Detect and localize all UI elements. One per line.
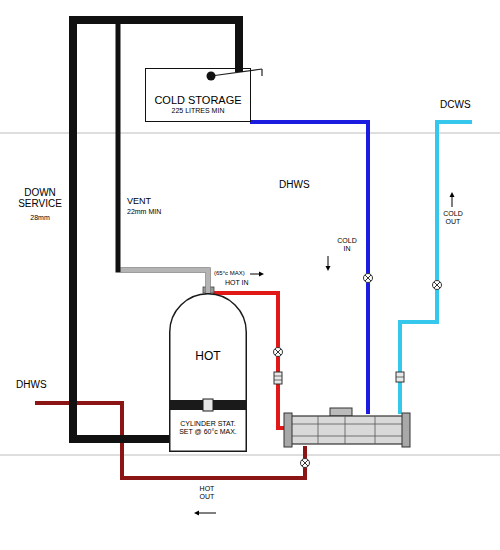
pipe-label: DCWS (440, 99, 471, 110)
pipe-label: VENT (127, 196, 151, 206)
isolating-valve (364, 274, 373, 283)
tank-capacity: 225 LITRES MIN (172, 107, 225, 115)
pipe-label: DHWS (16, 379, 47, 390)
flow-label: COLD IN (333, 237, 361, 253)
pipe-size: 22mm MIN (127, 208, 161, 216)
tank-name: COLD STORAGE (154, 94, 241, 107)
cylinder-label: HOT (173, 350, 243, 364)
pipe-label: DOWN SERVICE (13, 187, 67, 209)
pipe-size: 28mm (13, 214, 67, 222)
isolating-valve (301, 459, 310, 468)
temperature-note: (65°c MAX) (214, 270, 245, 277)
flow-label: COLD OUT (441, 210, 465, 226)
pipe-label: DHWS (279, 179, 310, 190)
floor-line (0, 454, 500, 455)
flow-arrow (194, 511, 216, 516)
flow-arrow (250, 272, 264, 277)
vent-pipe (118, 20, 239, 293)
cold-feed-pipe (250, 122, 368, 414)
flow-arrow (326, 256, 331, 271)
flow-label: HOT OUT (194, 485, 220, 501)
flow-label: HOT IN (225, 279, 249, 287)
vent-pipe-lower (121, 270, 209, 293)
isolating-valve (433, 281, 442, 290)
hot-cylinder: HOT CYLINDER STAT. SET @ 60°c MAX. (169, 293, 247, 452)
cylinder-body (170, 294, 247, 451)
flexible-hose (396, 372, 404, 382)
isolating-valve (274, 348, 283, 357)
cylinder-band (170, 400, 247, 410)
dcws-pipe (400, 122, 472, 372)
cylinder-thermostat (203, 399, 213, 411)
thermostat-note: CYLINDER STAT. SET @ 60°c MAX. (173, 420, 243, 436)
ball-float (207, 72, 216, 81)
flow-arrow (450, 192, 455, 207)
heat-exchanger (284, 408, 410, 447)
storage-tank: COLD STORAGE225 LITRES MIN (145, 68, 251, 122)
float-arm (261, 69, 262, 76)
flexible-hose (274, 372, 282, 384)
dcws-pipe (398, 382, 402, 414)
